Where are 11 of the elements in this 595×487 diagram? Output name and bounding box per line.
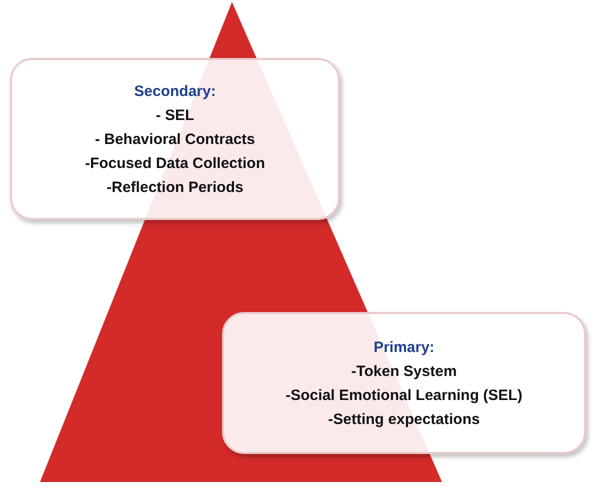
list-item: - Behavioral Contracts [94, 130, 256, 148]
list-item: -Social Emotional Learning (SEL) [286, 386, 522, 404]
list-item: -Reflection Periods [106, 178, 244, 196]
list-item: -Focused Data Collection [84, 154, 266, 172]
list-item: -Setting expectations [328, 410, 480, 428]
text-box [10, 58, 340, 220]
tier-heading: Primary: [374, 338, 434, 356]
tier-heading: Secondary: [134, 82, 216, 100]
list-item: - SEL [156, 106, 194, 124]
text-box [222, 312, 586, 454]
list-item: -Token System [351, 362, 457, 380]
